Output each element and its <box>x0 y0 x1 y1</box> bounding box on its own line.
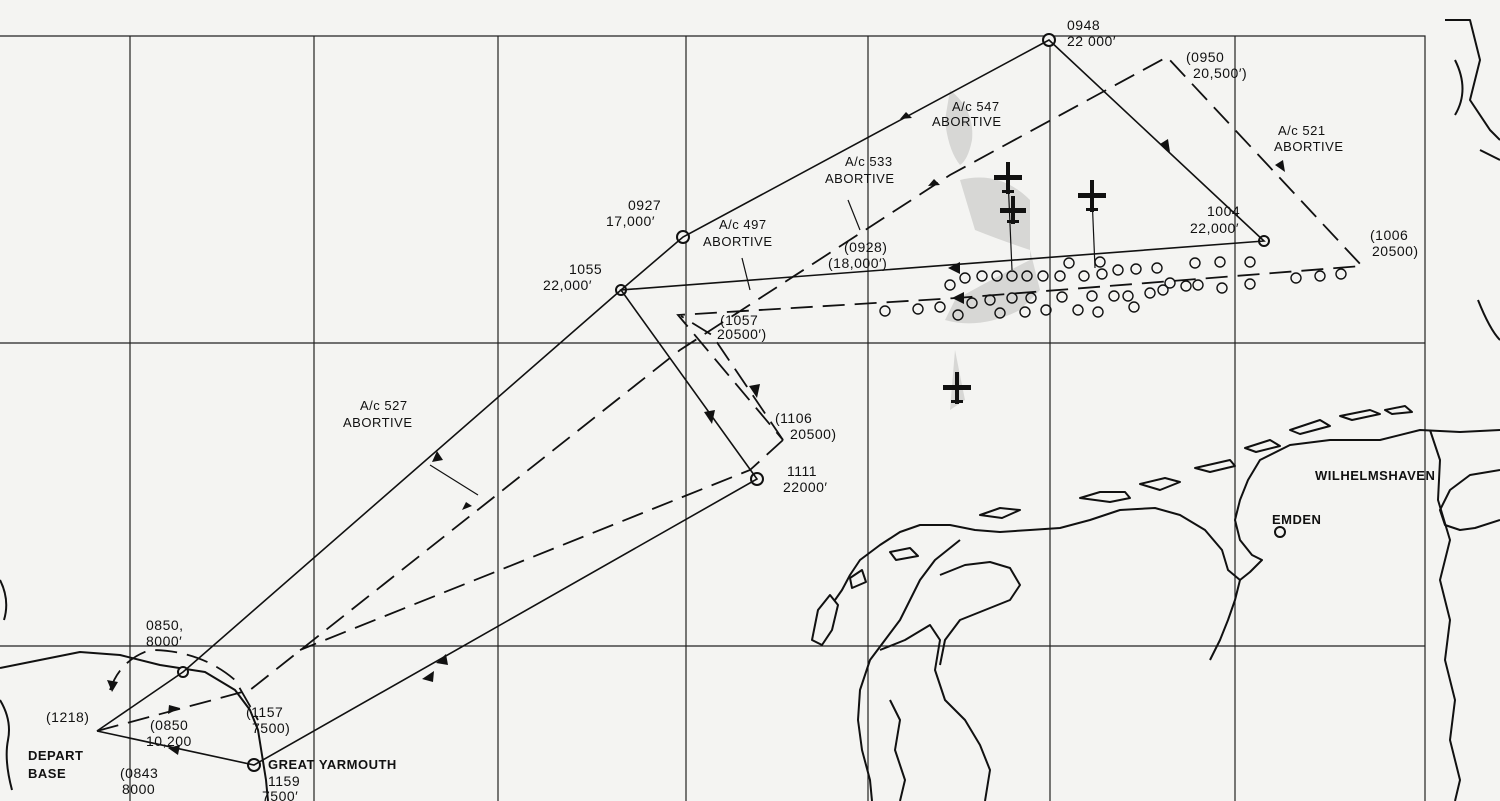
wp-1057-alt: 20500′) <box>717 326 767 342</box>
wp-1159-alt: 7500′ <box>262 788 298 801</box>
label-emden: EMDEN <box>1272 512 1321 527</box>
place-labels: DEPART BASE GREAT YARMOUTH WILHELMSHAVEN… <box>28 468 1435 781</box>
label-depart-base-2: BASE <box>28 766 66 781</box>
wp-0850b-time: (0850 <box>150 717 188 733</box>
wp-0850-alt: 8000′ <box>146 633 182 649</box>
flak-bursts <box>879 256 1347 321</box>
map-top-border <box>0 35 1426 801</box>
ac-497-status: ABORTIVE <box>703 234 773 249</box>
wp-0948-time: 0948 <box>1067 17 1100 33</box>
ac-533-status: ABORTIVE <box>825 171 895 186</box>
ac-521-status: ABORTIVE <box>1274 139 1344 154</box>
wp-1004-alt: 22,000′ <box>1190 220 1239 236</box>
wp-0950-alt: 20,500′) <box>1193 65 1247 81</box>
label-depart-base-1: DEPART <box>28 748 83 763</box>
wp-1159-time: 1159 <box>268 773 300 789</box>
waypoint-markers <box>177 33 1286 772</box>
wp-1055-alt: 22,000′ <box>543 277 592 293</box>
wp-0843-alt: 8000 <box>122 781 155 797</box>
ac-497-id: A/c 497 <box>719 217 767 232</box>
wp-0850b-alt: 10,200 <box>146 733 192 749</box>
wp-1006-alt: 20500) <box>1372 243 1419 259</box>
ac-527-status: ABORTIVE <box>343 415 413 430</box>
wp-0928-time: (0928) <box>844 239 887 255</box>
ac-533-id: A/c 533 <box>845 154 893 169</box>
wp-0850-time: 0850, <box>146 617 184 633</box>
wp-1106-time: (1106 <box>775 410 812 426</box>
wp-1157-alt: 7500) <box>252 720 290 736</box>
lead-route <box>96 39 1266 766</box>
wp-1106-alt: 20500) <box>790 426 837 442</box>
wp-0927-alt: 17,000′ <box>606 213 655 229</box>
wp-0950-time: (0950 <box>1186 49 1224 65</box>
waypoint-labels: 0850, 8000′ 0927 17,000′ 0948 22 000′ 10… <box>46 17 1419 801</box>
shaded-area <box>945 90 1040 410</box>
label-wilhelmshaven: WILHELMSHAVEN <box>1315 468 1435 483</box>
route-arrows <box>107 112 1285 755</box>
wp-0928-alt: (18,000′) <box>828 255 887 271</box>
wp-1111-time: 1111 <box>787 463 817 479</box>
ac-521-id: A/c 521 <box>1278 123 1326 138</box>
wp-1006-time: (1006 <box>1370 227 1408 243</box>
wp-1004-time: 1004 <box>1207 203 1240 219</box>
second-route <box>96 55 1364 732</box>
ac-547-status: ABORTIVE <box>932 114 1002 129</box>
wp-0948-alt: 22 000′ <box>1067 33 1116 49</box>
label-great-yarmouth: GREAT YARMOUTH <box>268 757 397 772</box>
abortive-labels: A/c 547 ABORTIVE A/c 521 ABORTIVE A/c 53… <box>343 99 1344 430</box>
wp-1057-time: (1057 <box>720 312 758 328</box>
wp-1111-alt: 22000′ <box>783 479 828 495</box>
ac-527-id: A/c 527 <box>360 398 408 413</box>
wp-1218: (1218) <box>46 709 89 725</box>
continent-coastline <box>811 19 1500 801</box>
map-grid <box>0 36 1425 801</box>
label-leaders <box>429 177 1096 496</box>
wp-0843-time: (0843 <box>120 765 158 781</box>
ac-547-id: A/c 547 <box>952 99 1000 114</box>
wp-1055-time: 1055 <box>569 261 602 277</box>
wp-0927-time: 0927 <box>628 197 661 213</box>
wp-1157-time: (1157 <box>246 704 283 720</box>
